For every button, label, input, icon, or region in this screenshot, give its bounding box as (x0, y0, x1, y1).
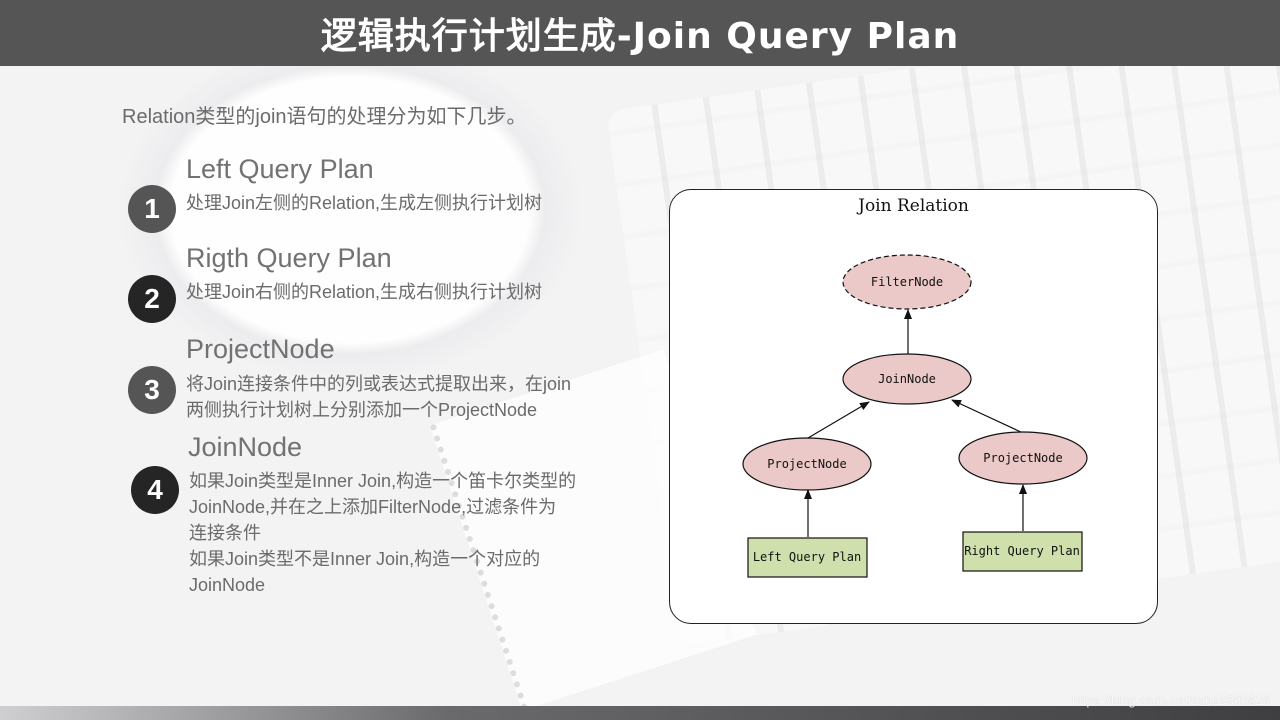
diagram-canvas: FilterNode JoinNode ProjectNode ProjectN… (742, 254, 1088, 578)
step-3-number-badge: 3 (128, 366, 176, 414)
join-node: JoinNode (842, 353, 972, 405)
background-cup (120, 40, 580, 380)
join-node-shape (842, 353, 972, 405)
step-4-description: 如果Join类型是Inner Join,构造一个笛卡尔类型的 JoinNode,… (189, 468, 576, 598)
project-node-left-label: ProjectNode (767, 457, 846, 471)
step-3-description: 将Join连接条件中的列或表达式提取出来，在join 两侧执行计划树上分别添加一… (186, 371, 571, 423)
bottom-bar (0, 706, 1280, 720)
step-4-number-badge: 4 (131, 466, 179, 514)
project-node-right: ProjectNode (958, 431, 1088, 485)
title-bar: 逻辑执行计划生成-Join Query Plan (0, 0, 1280, 66)
step-2-description: 处理Join右侧的Relation,生成右侧执行计划树 (186, 279, 542, 305)
right-query-plan-shape (962, 531, 1083, 572)
watermark: https://blog.csdn.net/zxh19800626 (1071, 693, 1270, 708)
diagram-title: Join Relation (858, 196, 969, 216)
left-query-plan-box: Left Query Plan (747, 537, 868, 578)
step-4-line-4: 如果Join类型不是Inner Join,构造一个对应的 (189, 549, 541, 569)
intro-text: Relation类型的join语句的处理分为如下几步。 (122, 106, 527, 128)
step-4-line-2: JoinNode,并在之上添加FilterNode,过滤条件为 (189, 497, 557, 517)
left-query-plan-label: Left Query Plan (753, 550, 861, 564)
filter-node: FilterNode (842, 254, 972, 310)
right-query-plan-box: Right Query Plan (962, 531, 1083, 572)
step-4-line-3: 连接条件 (189, 523, 261, 543)
left-query-plan-shape (747, 537, 868, 578)
right-query-plan-label: Right Query Plan (964, 544, 1080, 558)
step-2-heading: Rigth Query Plan (186, 243, 392, 273)
step-4-line-5: JoinNode (189, 575, 266, 595)
step-3-line-1: 将Join连接条件中的列或表达式提取出来，在join (186, 374, 572, 394)
step-2-line-1: 处理Join右侧的Relation,生成右侧执行计划树 (186, 282, 543, 302)
edge-project-left-to-join (807, 401, 870, 439)
step-1-number-badge: 1 (128, 185, 176, 233)
filter-node-shape (842, 254, 972, 310)
step-3-heading: ProjectNode (186, 334, 335, 364)
step-1-heading: Left Query Plan (186, 154, 374, 184)
project-node-left: ProjectNode (742, 437, 872, 491)
join-node-label: JoinNode (878, 372, 936, 386)
project-node-right-label: ProjectNode (983, 451, 1062, 465)
step-1-description: 处理Join左侧的Relation,生成左侧执行计划树 (186, 190, 542, 216)
step-3-line-2: 两侧执行计划树上分别添加一个ProjectNode (186, 400, 538, 420)
project-node-left-shape (742, 437, 872, 491)
join-relation-diagram: Join Relation FilterNode JoinNode Projec… (669, 189, 1158, 624)
filter-node-label: FilterNode (871, 275, 943, 289)
slide-title: 逻辑执行计划生成-Join Query Plan (320, 16, 960, 57)
project-node-right-shape (958, 431, 1088, 485)
step-4-line-1: 如果Join类型是Inner Join,构造一个笛卡尔类型的 (189, 471, 577, 491)
step-1-line-1: 处理Join左侧的Relation,生成左侧执行计划树 (186, 193, 543, 213)
edge-project-right-to-join (951, 399, 1024, 434)
step-4-heading: JoinNode (188, 432, 303, 462)
step-2-number-badge: 2 (128, 275, 176, 323)
